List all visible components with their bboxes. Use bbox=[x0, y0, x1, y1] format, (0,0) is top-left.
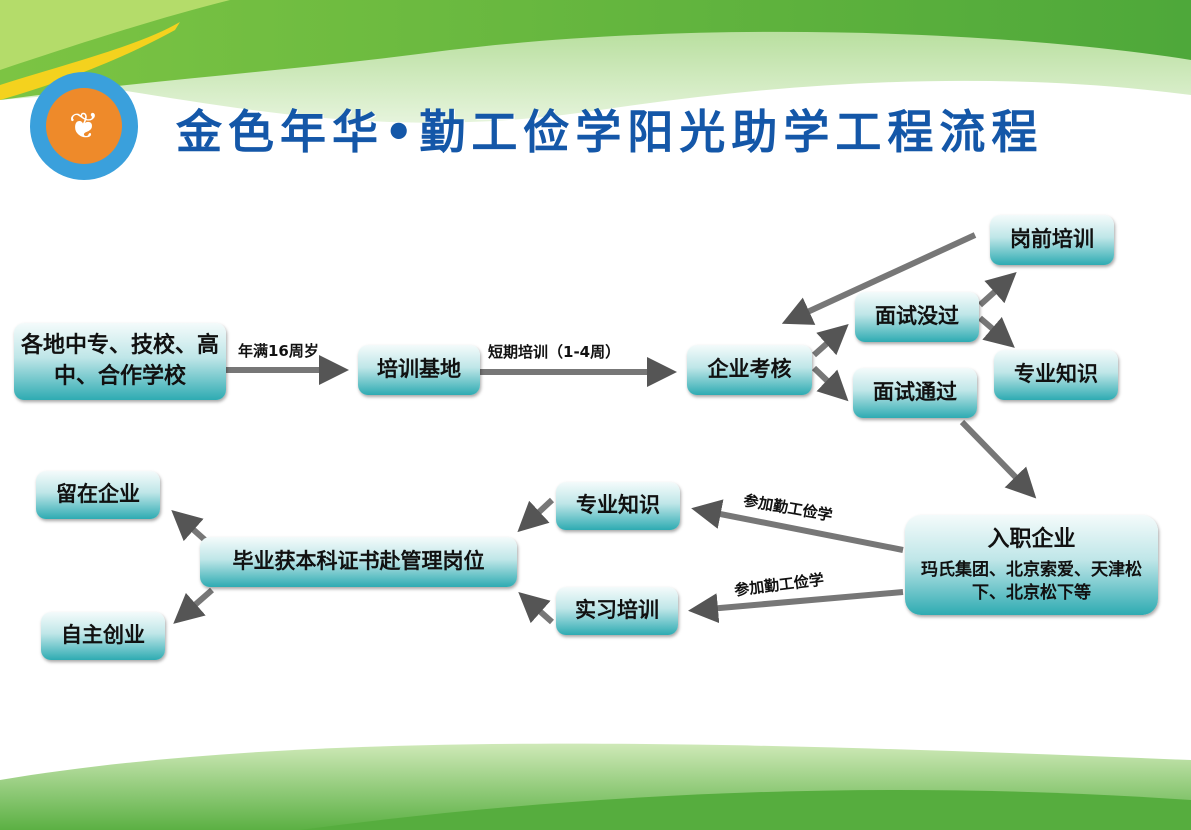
arrow-graduation-to-self bbox=[173, 587, 214, 624]
edge-label-age: 年满16周岁 bbox=[238, 342, 319, 360]
arrow-assessment-to-failed bbox=[812, 324, 849, 358]
node-interview-failed: 面试没过 bbox=[855, 292, 979, 342]
logo-book-icon: ❦ bbox=[46, 88, 122, 164]
arrow-enterprise-to-internship bbox=[688, 589, 904, 624]
arrow-internship-to-graduation bbox=[518, 592, 554, 625]
arrow-graduation-to-stay bbox=[171, 510, 207, 543]
arrow-enterprise-to-knowledge bbox=[691, 499, 904, 553]
arrow-knowledge-to-graduation bbox=[517, 497, 555, 533]
join-enterprise-detail: 玛氏集团、北京索爱、天津松下、北京松下等 bbox=[921, 560, 1142, 604]
arrow-passed-to-enterprise bbox=[959, 419, 1037, 499]
node-self-employed: 自主创业 bbox=[41, 612, 165, 660]
node-professional-knowledge-mid: 专业知识 bbox=[556, 482, 680, 530]
node-stay-enterprise: 留在企业 bbox=[36, 471, 160, 519]
arrow-pretraining-to-assessment bbox=[781, 232, 977, 325]
arrow-assessment-to-passed bbox=[811, 365, 849, 402]
arrow-failed-to-knowledge bbox=[978, 315, 1015, 348]
node-join-enterprise: 入职企业 玛氏集团、北京索爱、天津松下、北京松下等 bbox=[905, 515, 1158, 615]
node-pre-job-training: 岗前培训 bbox=[990, 215, 1114, 265]
node-internship-training: 实习培训 bbox=[556, 587, 678, 635]
node-interview-passed: 面试通过 bbox=[853, 368, 977, 418]
node-training-base: 培训基地 bbox=[358, 345, 480, 395]
node-graduation: 毕业获本科证书赴管理岗位 bbox=[200, 537, 517, 587]
arrow-failed-to-pretraining bbox=[977, 271, 1017, 308]
node-enterprise-assessment: 企业考核 bbox=[687, 345, 812, 395]
page-title: 金色年华•勤工俭学阳光助学工程流程 bbox=[176, 105, 1044, 159]
edge-label-short-training: 短期培训（1-4周） bbox=[488, 343, 621, 361]
node-schools: 各地中专、技校、高中、合作学校 bbox=[14, 323, 226, 400]
node-professional-knowledge-right: 专业知识 bbox=[994, 350, 1118, 400]
join-enterprise-title: 入职企业 bbox=[987, 526, 1076, 552]
logo: ❦ bbox=[30, 72, 138, 180]
